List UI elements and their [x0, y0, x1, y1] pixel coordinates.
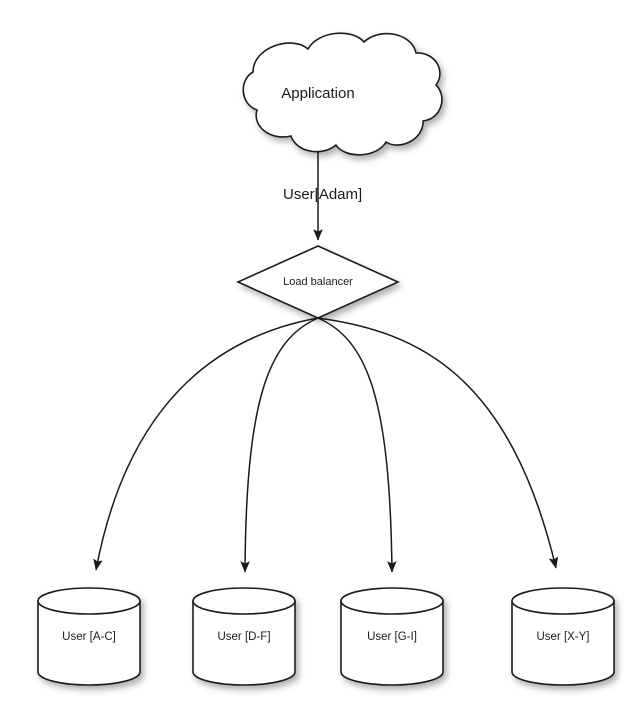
node-db-1-shape[interactable] — [192, 587, 296, 686]
edge-load-balancer-to-db-3 — [317, 317, 559, 569]
edge-load-balancer-to-db-2 — [317, 317, 397, 573]
edge-load-balancer-to-db-0 — [93, 317, 319, 571]
node-load-balancer-shape[interactable] — [236, 245, 400, 319]
node-db-3-shape[interactable] — [511, 587, 615, 686]
node-db-0-shape[interactable] — [37, 587, 141, 686]
edge-load-balancer-to-db-1 — [240, 317, 319, 573]
node-db-2-shape[interactable] — [340, 587, 444, 686]
node-application-shape[interactable] — [242, 32, 443, 156]
